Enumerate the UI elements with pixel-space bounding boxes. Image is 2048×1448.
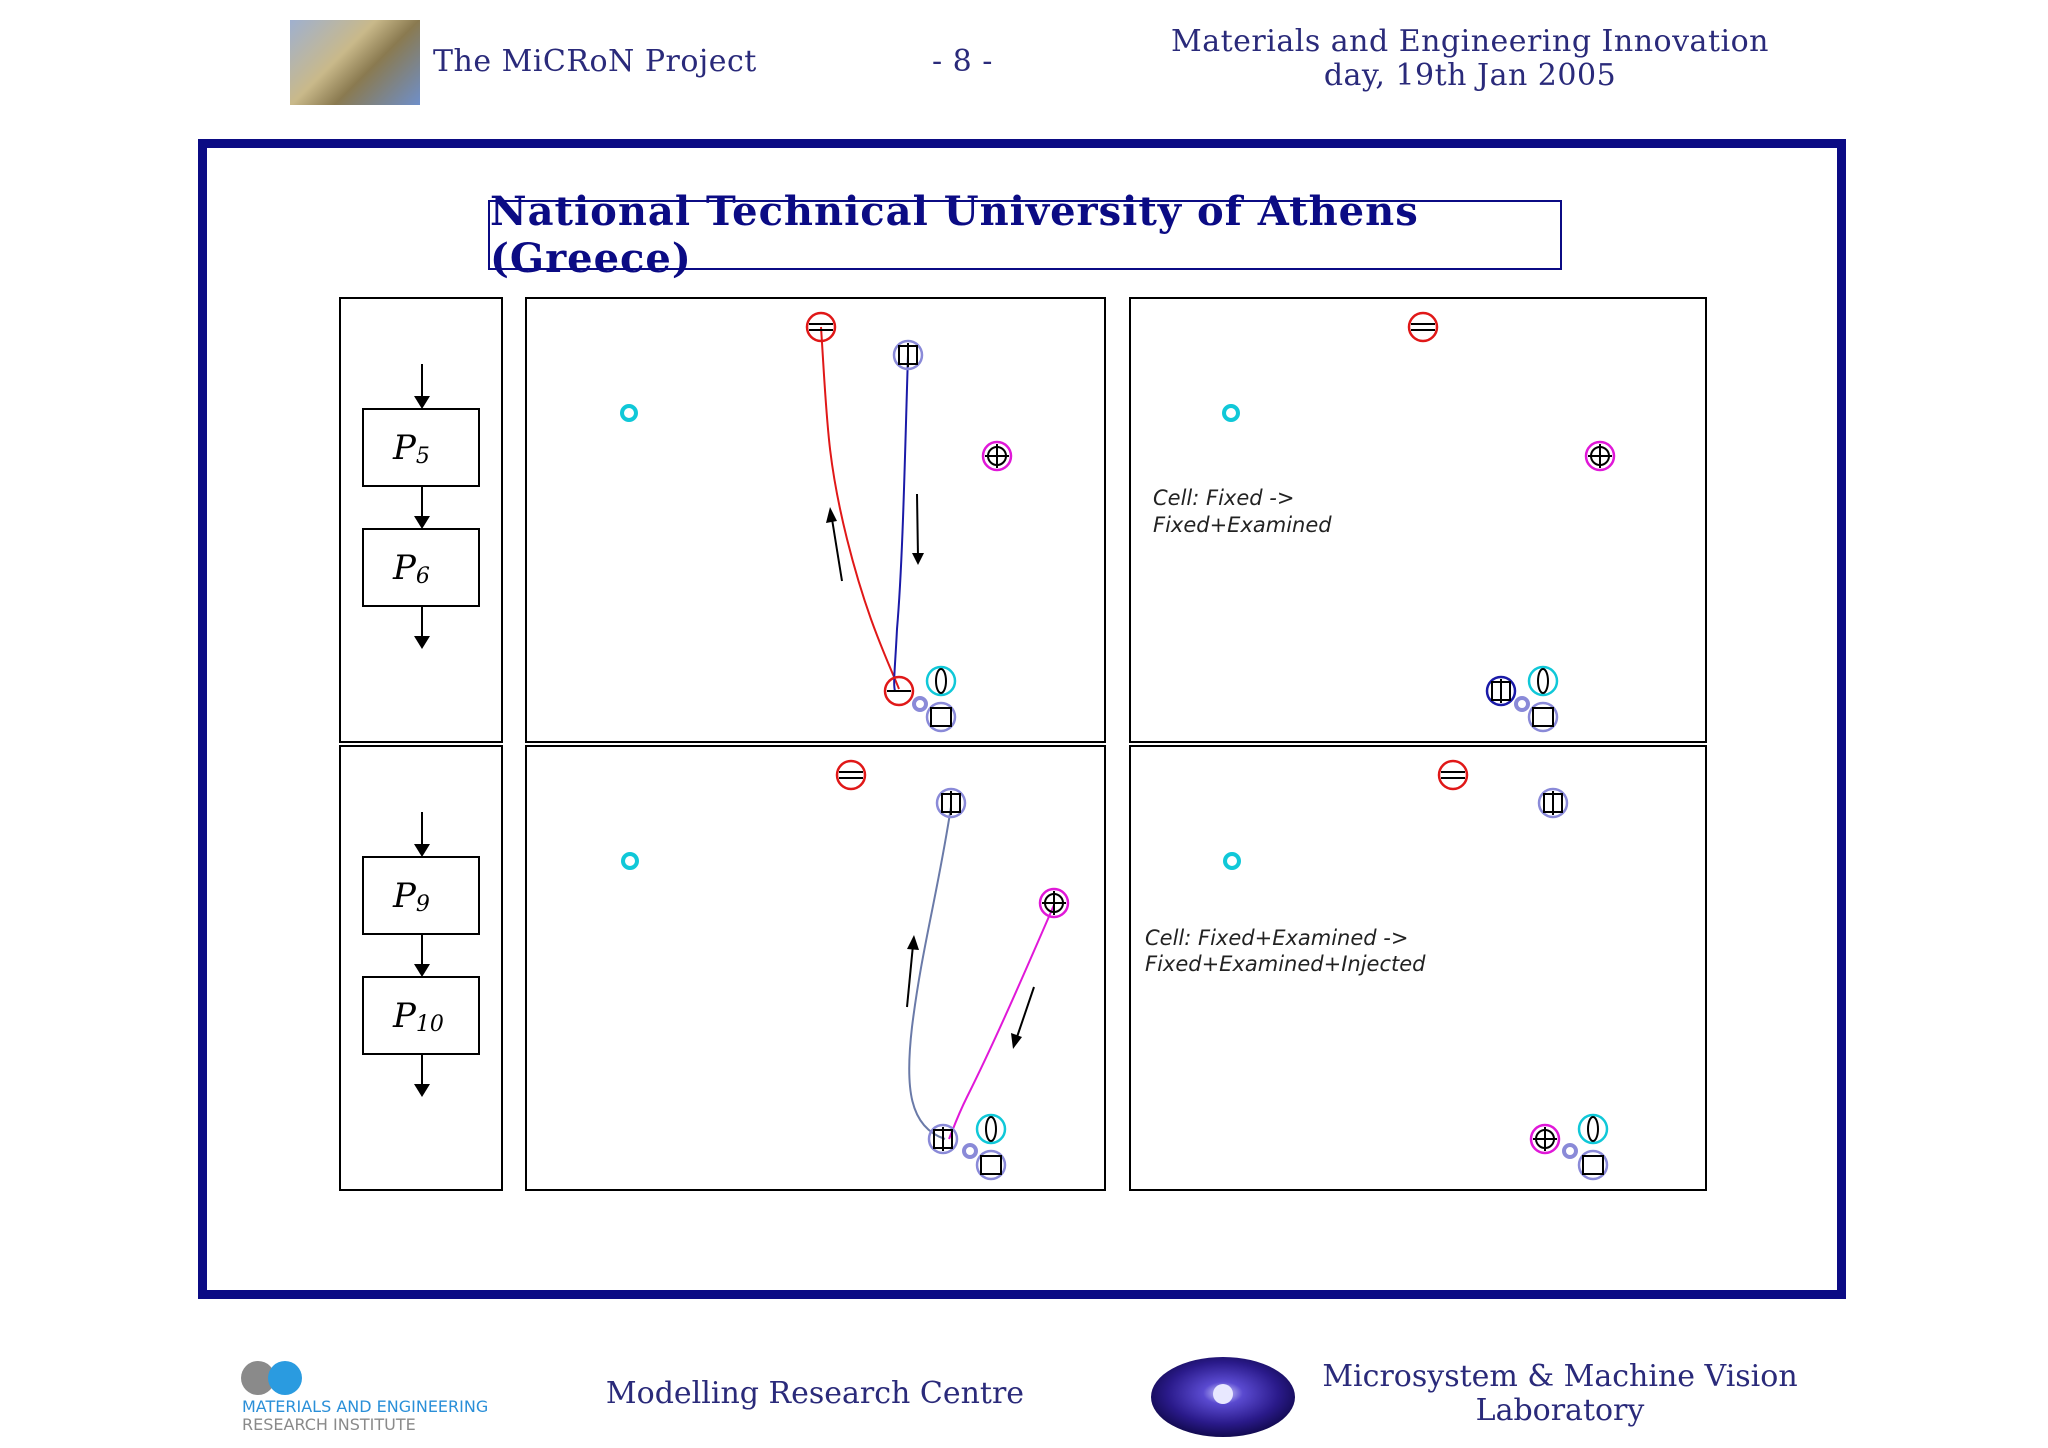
micron-project-logo bbox=[290, 20, 420, 105]
event-line-1: Materials and Engineering Innovation bbox=[1171, 24, 1769, 59]
materials-institute-name: MATERIALS AND ENGINEERING RESEARCH INSTI… bbox=[242, 1397, 489, 1434]
process-box-p9 bbox=[362, 856, 480, 935]
trajectory-panel-row1 bbox=[525, 297, 1106, 743]
event-line-2: day, 19th Jan 2005 bbox=[1323, 58, 1617, 93]
svg-text:P5: P5 bbox=[392, 428, 430, 469]
cell-state-note-line1: Cell: Fixed+Examined -> bbox=[1145, 926, 1408, 950]
lab-name: Microsystem & Machine Vision Laboratory bbox=[1322, 1359, 1798, 1428]
svg-text:P10: P10 bbox=[392, 996, 444, 1037]
project-name: The MiCRoN Project bbox=[433, 44, 757, 79]
cell-state-note-line2: Fixed+Examined bbox=[1153, 513, 1332, 537]
cell-state-note-line1: Cell: Fixed -> bbox=[1153, 486, 1294, 510]
modelling-research-centre: Modelling Research Centre bbox=[605, 1376, 1025, 1411]
process-box-p10 bbox=[362, 976, 480, 1055]
svg-text:P6: P6 bbox=[392, 548, 430, 589]
cell-state-note-line2: Fixed+Examined+Injected bbox=[1145, 952, 1426, 976]
flow-panel-row2: P9 P10 bbox=[339, 745, 503, 1191]
slide-frame bbox=[198, 139, 1846, 1299]
trajectory-panel-row2 bbox=[525, 745, 1106, 1191]
materials-institute-logo bbox=[241, 1361, 302, 1395]
state-panel-row1: Cell: Fixed -> Fixed+Examined bbox=[1129, 297, 1707, 743]
state-panel-row2: Cell: Fixed+Examined -> Fixed+Examined+I… bbox=[1129, 745, 1707, 1191]
eye-logo bbox=[1151, 1357, 1295, 1437]
slide-title: National Technical University of Athens … bbox=[488, 188, 1562, 282]
page-number: - 8 - bbox=[932, 44, 993, 79]
process-box-p5 bbox=[362, 408, 480, 487]
flow-panel-row1: P5 P6 bbox=[339, 297, 503, 743]
svg-text:P9: P9 bbox=[392, 876, 430, 917]
event-title: Materials and Engineering Innovation day… bbox=[1150, 25, 1790, 93]
